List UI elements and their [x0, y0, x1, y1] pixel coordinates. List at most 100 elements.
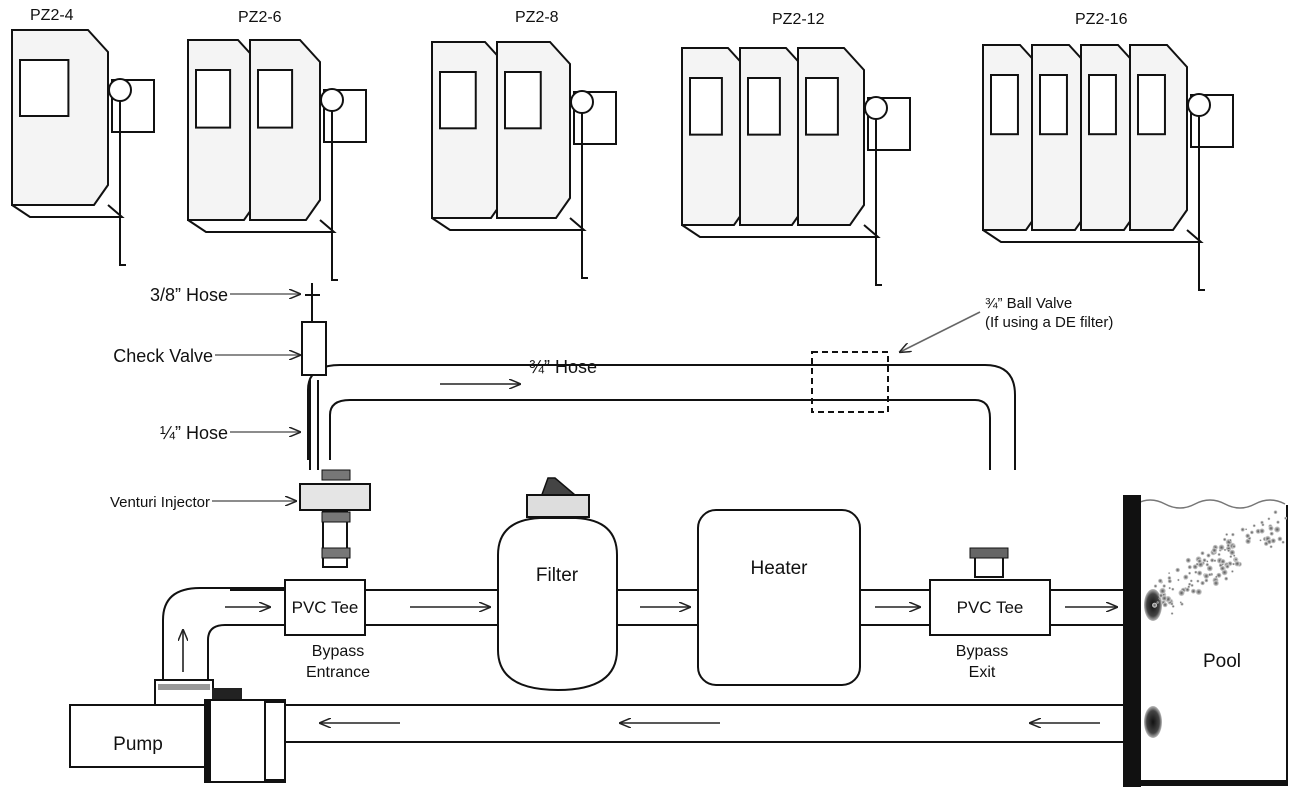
- hose-3-4-outer: [307, 364, 1016, 470]
- bubble: [1225, 564, 1230, 569]
- bubble: [1177, 578, 1180, 582]
- bubble: [1210, 558, 1215, 563]
- bubble: [1206, 560, 1209, 563]
- bubble: [1153, 584, 1158, 588]
- ozone-bubbles: [1152, 510, 1287, 615]
- label-bypass-exit-2: Exit: [969, 664, 996, 681]
- bubble: [1188, 582, 1192, 586]
- bubble: [1277, 536, 1283, 542]
- bubble: [1197, 570, 1203, 576]
- bubble: [1269, 545, 1273, 549]
- bubble: [1260, 520, 1264, 525]
- check-valve-body: [301, 321, 327, 376]
- label-filter: Filter: [536, 565, 579, 586]
- bubble: [1232, 544, 1236, 549]
- bubble: [1192, 564, 1198, 570]
- piping: [162, 364, 1125, 743]
- venturi-assembly: [299, 283, 371, 559]
- union-ring: [321, 469, 351, 481]
- bubble: [1196, 579, 1200, 583]
- generator-unit-pz2-12: [681, 47, 911, 286]
- bubble: [1281, 540, 1285, 544]
- pump-motor: [69, 704, 206, 768]
- bubble: [1229, 549, 1236, 556]
- bubble: [1223, 548, 1227, 552]
- pool-wall: [1123, 495, 1141, 787]
- bubble: [1245, 528, 1248, 531]
- bubble: [1229, 538, 1232, 542]
- label-bypass-entrance-1: Bypass: [312, 643, 364, 660]
- bubble: [1168, 572, 1171, 575]
- bubble: [1178, 589, 1185, 597]
- label-venturi-injector: Venturi Injector: [110, 494, 210, 511]
- bubble: [1162, 602, 1168, 608]
- label-ball-valve-note: (If using a DE filter): [985, 314, 1113, 331]
- filter-valve: [526, 494, 590, 518]
- bubble: [1259, 539, 1262, 542]
- bubble: [1213, 580, 1219, 587]
- bubble: [1194, 570, 1198, 574]
- bubble: [1185, 587, 1190, 592]
- heater: [697, 509, 861, 686]
- bubble: [1223, 537, 1227, 542]
- bubble: [1227, 549, 1231, 553]
- union-ring-right: [969, 547, 1009, 559]
- bubble: [1167, 579, 1172, 584]
- bubble: [1185, 557, 1191, 563]
- label-heater: Heater: [750, 558, 808, 579]
- bubble: [1234, 560, 1240, 567]
- pvc-tee-right: [929, 579, 1051, 636]
- model-label-pz2-6: PZ2-6: [238, 9, 282, 26]
- bubble: [1217, 553, 1221, 556]
- bubble: [1197, 558, 1202, 564]
- bubble: [1189, 579, 1193, 583]
- bubble: [1268, 525, 1274, 531]
- bubble: [1152, 602, 1158, 608]
- filter-tank: [497, 517, 618, 692]
- bubble: [1263, 541, 1269, 546]
- bubble: [1170, 612, 1174, 615]
- bubble: [1231, 532, 1235, 537]
- model-label-pz2-12: PZ2-12: [772, 11, 825, 28]
- bubble: [1205, 563, 1210, 567]
- bubble: [1226, 543, 1231, 548]
- bubble: [1206, 553, 1211, 558]
- bubble: [1250, 530, 1254, 535]
- bubble: [1190, 588, 1196, 594]
- label-bypass-exit-1: Bypass: [956, 643, 1008, 660]
- bubble: [1245, 533, 1251, 539]
- callout-pointers: [212, 294, 981, 501]
- bubble: [1171, 587, 1175, 591]
- bubble: [1203, 573, 1210, 579]
- bubble: [1231, 570, 1234, 573]
- bubble: [1200, 551, 1205, 556]
- bubble: [1159, 587, 1166, 595]
- bubble: [1195, 588, 1202, 596]
- bubble: [1170, 602, 1174, 606]
- bubble: [1215, 575, 1218, 579]
- bubble: [1252, 524, 1256, 528]
- generator-unit-pz2-8: [431, 41, 617, 279]
- bubble: [1195, 562, 1199, 566]
- label-3-8-hose: 3/8” Hose: [150, 285, 228, 305]
- hose-3-4-inner: [329, 399, 991, 470]
- pool: [1123, 495, 1288, 787]
- ozone-generator-units: [11, 29, 1234, 291]
- pvc-tee-left: [284, 579, 366, 636]
- label-3-4-hose: ¾” Hose: [529, 357, 597, 377]
- bubble: [1276, 520, 1280, 524]
- label-1-4-hose: ¼” Hose: [160, 423, 228, 443]
- bubble: [1259, 528, 1265, 534]
- bubble: [1168, 586, 1171, 590]
- generator-unit-pz2-4: [11, 29, 155, 266]
- bubble: [1183, 574, 1189, 580]
- bubble: [1179, 601, 1182, 604]
- model-label-pz2-16: PZ2-16: [1075, 11, 1128, 28]
- label-check-valve: Check Valve: [113, 346, 213, 366]
- bubble: [1162, 584, 1166, 588]
- bubble: [1167, 576, 1172, 580]
- bubble: [1213, 559, 1217, 562]
- bubble: [1188, 571, 1191, 575]
- bubble: [1175, 567, 1180, 573]
